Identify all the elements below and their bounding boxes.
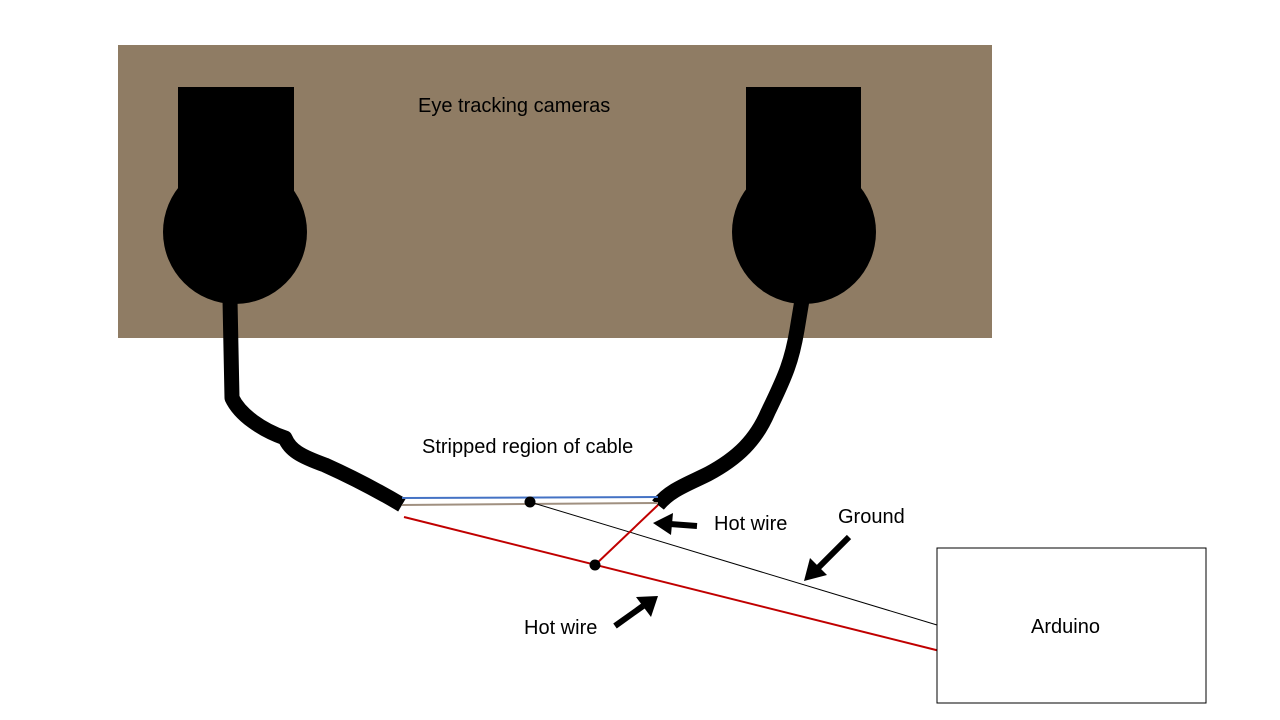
ground-wire [529,501,938,626]
hot-wire-upper-label: Hot wire [714,513,787,535]
arrow-icon [804,534,852,581]
right-camera-icon [732,87,876,304]
ground-junction [524,496,536,508]
arrow-icon [653,513,698,535]
arrow-icon [613,596,658,629]
hot-wire-junction [589,559,601,571]
arduino-box [936,547,1207,704]
arduino-label: Arduino [1031,616,1100,638]
left-camera-icon [163,87,307,304]
right-camera-cable [652,298,810,511]
hot-wire-main [403,516,941,652]
left-camera-cable [222,299,406,512]
ground-label: Ground [838,506,905,528]
panel-title: Eye tracking cameras [418,95,610,117]
stripped-region-label: Stripped region of cable [422,436,633,458]
hot-wire-lower-label: Hot wire [524,617,597,639]
hot-wire-branch [594,504,659,566]
